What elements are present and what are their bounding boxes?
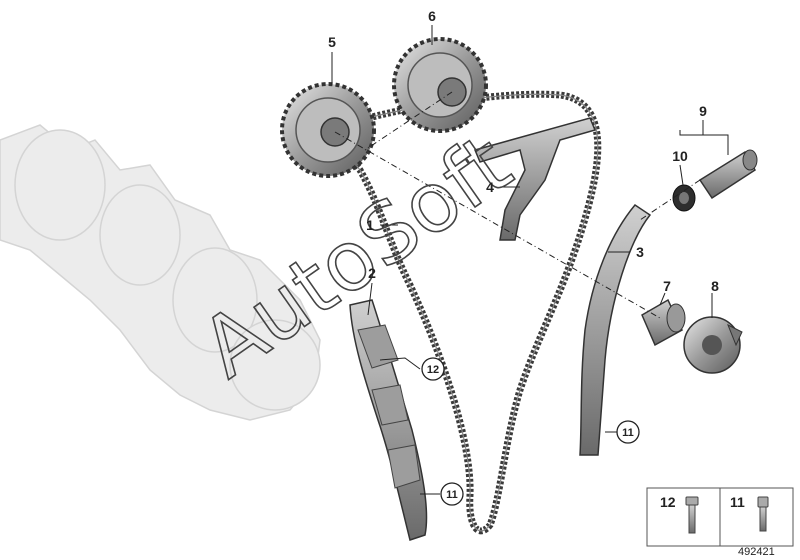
screw-11-icon — [757, 496, 769, 532]
svg-text:11: 11 — [622, 427, 634, 439]
svg-text:12: 12 — [427, 364, 439, 376]
timing-chain — [326, 90, 602, 535]
alignment-lines — [334, 91, 701, 319]
callout-3: 3 — [636, 244, 644, 260]
screw-12-icon — [685, 496, 699, 534]
leader-lines — [331, 25, 729, 495]
callout-8: 8 — [711, 278, 719, 294]
guide-rail-2 — [349, 299, 428, 541]
callout-6: 6 — [428, 8, 436, 24]
callout-1: 1 — [366, 217, 374, 233]
crankshaft-ghost — [0, 124, 321, 421]
legend-label-11: 11 — [730, 494, 745, 510]
circled-callout-12: 12 — [421, 357, 445, 381]
chain-tensioner-9 — [698, 149, 758, 200]
svg-text:11: 11 — [446, 489, 458, 501]
solenoid-valve-7 — [641, 298, 686, 347]
circled-callout-11-left: 11 — [440, 482, 464, 506]
tensioner-rail-3 — [579, 204, 652, 456]
chain-guide-4 — [473, 117, 597, 241]
diagram-number: 492421 — [738, 546, 775, 558]
legend-label-12: 12 — [660, 494, 676, 510]
fastener-legend: 12 11 — [646, 487, 794, 547]
callout-5: 5 — [328, 34, 336, 50]
seal-ring-10 — [672, 184, 696, 212]
circled-callout-11-right: 11 — [616, 420, 640, 444]
callout-9: 9 — [699, 103, 707, 119]
camshaft-sprocket-6 — [392, 37, 488, 133]
callout-2: 2 — [368, 265, 376, 281]
callout-10: 10 — [672, 148, 688, 164]
actuator-8 — [683, 316, 743, 374]
callout-4: 4 — [486, 179, 494, 195]
camshaft-sprocket-5 — [280, 82, 376, 178]
callout-7: 7 — [663, 278, 671, 294]
